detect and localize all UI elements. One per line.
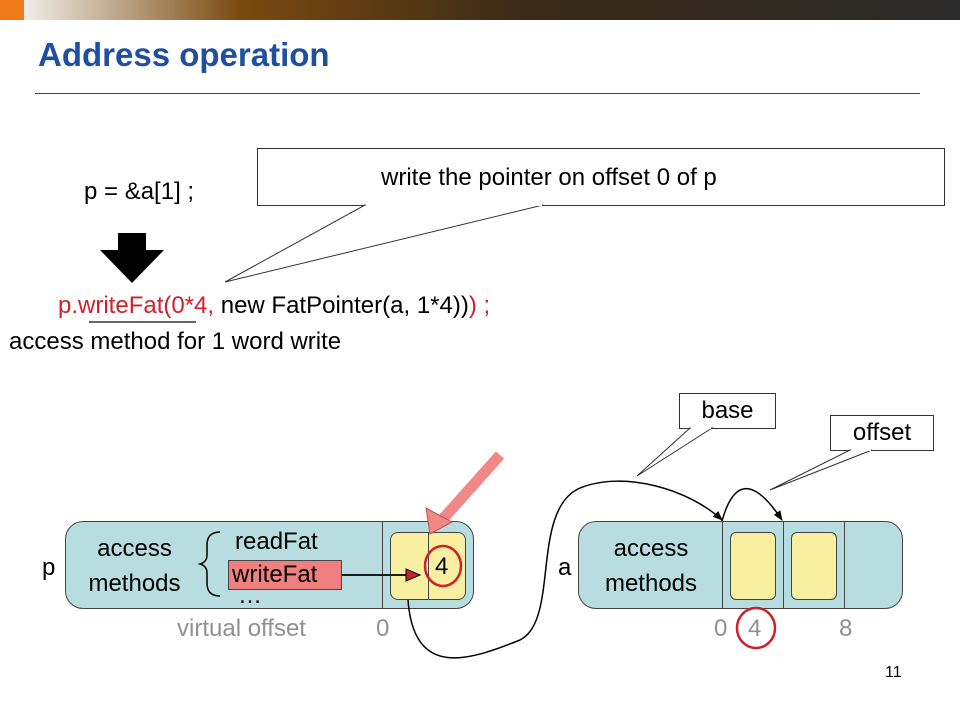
translated-code-red-1: p.writeFat(0*4, [58, 292, 215, 319]
p-cell-divider [428, 532, 429, 600]
offset-label-box: offset [830, 415, 934, 451]
callout-tail-join [366, 203, 542, 206]
a-methods-line2: methods [604, 570, 698, 597]
callout-text: write the pointer on offset 0 of p [381, 164, 717, 191]
a-offset-0: 0 [714, 615, 728, 642]
a-cell-1 [791, 532, 837, 600]
base-pointer-curve [407, 480, 723, 659]
p-offset-0: 0 [376, 615, 390, 642]
p-methods-line2: methods [88, 570, 181, 597]
writefat-label: writeFat [232, 561, 318, 588]
base-callout-tail [636, 427, 714, 477]
top-banner [0, 0, 960, 20]
translated-code-black: new FatPointer(a, 1*4)) [214, 292, 469, 319]
slide-title: Address operation [38, 36, 330, 73]
ellipsis: … [238, 582, 262, 609]
base-tail-join [691, 426, 711, 429]
title-divider [35, 93, 920, 94]
a-methods-line1: access [613, 535, 689, 562]
banner-accent [0, 0, 24, 20]
pink-arrowhead-icon [425, 507, 454, 535]
writefat-highlight [228, 560, 342, 590]
p-divider [382, 521, 383, 609]
callout-box [257, 148, 945, 206]
base-label-box: base [679, 393, 776, 429]
a-cell-0 [730, 532, 776, 600]
offset-hop-curve [721, 488, 783, 522]
access-note: access method for 1 word write [9, 328, 342, 355]
highlight-circle-offset [735, 606, 777, 650]
offset-tail-join [851, 448, 871, 451]
p-cell-value: 4 [435, 553, 449, 580]
readfat-label: readFat [235, 528, 318, 555]
virtual-offset-label: virtual offset [177, 615, 306, 642]
a-offset-4: 4 [748, 615, 762, 642]
a-offset-8: 8 [839, 615, 853, 642]
method-brace [197, 531, 221, 597]
highlight-circle-cell [423, 544, 463, 588]
down-arrow-icon [100, 233, 164, 283]
page-number: 11 [885, 664, 902, 681]
writefat-arrowhead-icon [405, 568, 422, 582]
translated-code-red-2: ) ; [468, 292, 491, 319]
pink-arrow-shaft [437, 451, 505, 524]
a-divider-2 [783, 521, 784, 609]
translated-code: p.writeFat(0*4, new FatPointer(a, 1*4)))… [58, 292, 490, 320]
p-methods-line1: access [97, 535, 172, 562]
a-divider-1 [722, 521, 723, 609]
a-divider-3 [844, 521, 845, 609]
source-code: p = &a[1] ; [84, 178, 195, 205]
offset-callout-tail [769, 449, 873, 491]
callout-tail [224, 204, 544, 283]
p-label: p [42, 554, 56, 581]
a-label: a [558, 554, 572, 581]
